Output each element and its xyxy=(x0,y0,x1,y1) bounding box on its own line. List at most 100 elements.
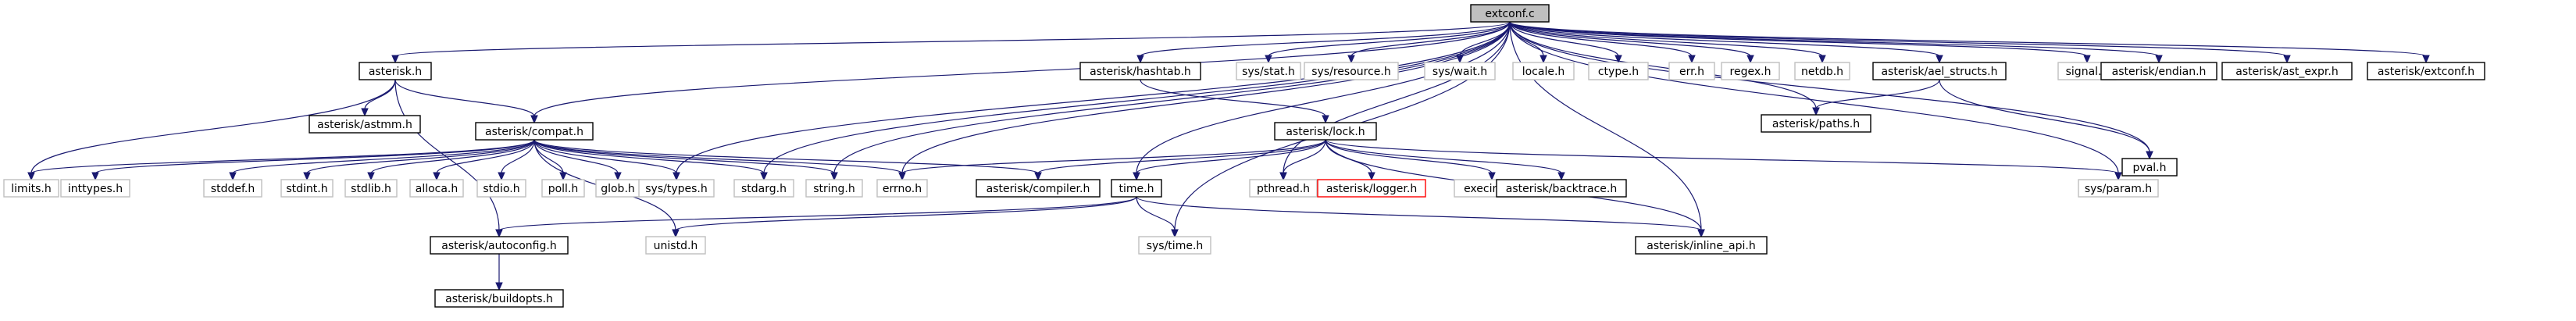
node-box-logger xyxy=(1317,179,1426,198)
edge-lock-to-logger xyxy=(1325,139,1372,174)
node-hashtab[interactable]: asterisk/hashtab.h xyxy=(1079,62,1201,80)
node-extconfh[interactable]: asterisk/extconf.h xyxy=(2367,62,2485,80)
edge-extconf-to-errno xyxy=(901,21,1511,174)
node-label-alloca: alloca.h xyxy=(416,183,458,195)
node-timeh[interactable]: time.h xyxy=(1111,179,1162,198)
node-paths[interactable]: asterisk/paths.h xyxy=(1761,114,1871,133)
edge-arrowhead-compat-to-limits xyxy=(27,172,35,181)
edge-arrowhead-timeh-to-systime xyxy=(1171,229,1179,238)
edge-extconf-to-sysresource xyxy=(1350,21,1511,57)
node-autoconfig[interactable]: asterisk/autoconfig.h xyxy=(430,236,569,255)
node-backtrace[interactable]: asterisk/backtrace.h xyxy=(1496,179,1627,198)
node-label-systime: sys/time.h xyxy=(1147,240,1204,252)
node-asterisk[interactable]: asterisk.h xyxy=(359,62,432,80)
node-box-stdint xyxy=(280,179,334,198)
node-box-sysresource xyxy=(1304,62,1399,80)
node-box-pval xyxy=(2121,158,2178,177)
node-ctype: ctype.h xyxy=(1588,62,1649,80)
node-stdarg: stdarg.h xyxy=(733,179,794,198)
node-box-aelstructs xyxy=(1872,62,2007,80)
node-box-sysstat xyxy=(1236,62,1301,80)
node-label-astmm: asterisk/astmm.h xyxy=(317,119,412,131)
node-box-stdarg xyxy=(733,179,794,198)
edge-lock-to-execinfo xyxy=(1325,139,1493,174)
node-logger[interactable]: asterisk/logger.h xyxy=(1317,179,1426,198)
edge-extconf-to-asterisk xyxy=(394,21,1511,57)
node-label-signal: signal.h xyxy=(2066,66,2109,78)
node-label-backtrace: asterisk/backtrace.h xyxy=(1506,183,1617,195)
edge-extconf-to-extconfh xyxy=(1509,21,2427,57)
node-box-sysparam xyxy=(2078,179,2159,198)
node-buildopts[interactable]: asterisk/buildopts.h xyxy=(434,289,564,308)
edge-arrowhead-timeh-to-autoconfig xyxy=(495,229,503,238)
edge-arrowhead-extconf-to-astexpr xyxy=(2283,55,2291,64)
node-astexpr[interactable]: asterisk/ast_expr.h xyxy=(2221,62,2353,80)
edge-arrowhead-extconf-to-endian xyxy=(2155,55,2163,64)
node-label-errno: errno.h xyxy=(883,183,922,195)
node-pval[interactable]: pval.h xyxy=(2121,158,2178,177)
node-systime: sys/time.h xyxy=(1138,236,1211,255)
node-box-locale xyxy=(1512,62,1575,80)
node-box-poll xyxy=(541,179,585,198)
edge-arrowhead-compat-to-string xyxy=(830,172,838,181)
edge-arrowhead-extconf-to-sysresource xyxy=(1347,55,1355,64)
node-lock[interactable]: asterisk/lock.h xyxy=(1274,122,1377,141)
node-stdlib: stdlib.h xyxy=(344,179,398,198)
node-astmm[interactable]: asterisk/astmm.h xyxy=(309,115,421,134)
edge-extconf-to-sysstat xyxy=(1268,21,1511,57)
node-label-inlineapi: asterisk/inline_api.h xyxy=(1647,240,1755,252)
node-label-unistd: unistd.h xyxy=(654,240,698,252)
edge-lock-to-errno xyxy=(901,139,1326,174)
node-extconf[interactable]: extconf.c xyxy=(1470,4,1550,23)
node-pthread: pthread.h xyxy=(1249,179,1318,198)
node-sysresource: sys/resource.h xyxy=(1304,62,1399,80)
node-box-astexpr xyxy=(2221,62,2353,80)
edge-arrowhead-lock-to-errno xyxy=(898,172,906,181)
node-label-compat: asterisk/compat.h xyxy=(485,126,583,138)
node-box-systime xyxy=(1138,236,1211,255)
node-label-timeh: time.h xyxy=(1119,183,1154,195)
edge-timeh-to-unistd xyxy=(675,196,1137,231)
edge-arrowhead-extconf-to-err xyxy=(1688,55,1696,64)
node-label-poll: poll.h xyxy=(548,183,579,195)
node-box-regex xyxy=(1721,62,1780,80)
node-label-stddef: stddef.h xyxy=(211,183,255,195)
edge-extconf-to-stdarg xyxy=(763,21,1511,174)
node-box-autoconfig xyxy=(430,236,569,255)
node-box-pthread xyxy=(1249,179,1318,198)
node-endian[interactable]: asterisk/endian.h xyxy=(2100,62,2217,80)
node-box-limits xyxy=(3,179,59,198)
node-layer: extconf.c asterisk.h asterisk/astmm.h aster… xyxy=(3,4,2485,308)
node-label-inttypes: inttypes.h xyxy=(68,183,123,195)
node-box-buildopts xyxy=(434,289,564,308)
edge-arrowhead-extconf-to-signal xyxy=(2083,55,2091,64)
edge-extconf-to-hashtab xyxy=(1140,21,1511,57)
node-label-stdarg: stdarg.h xyxy=(741,183,787,195)
edge-extconf-to-endian xyxy=(1509,21,2160,57)
edge-arrowhead-compat-to-stdint xyxy=(303,172,311,181)
node-box-inlineapi xyxy=(1635,236,1768,255)
node-glob: glob.h xyxy=(595,179,640,198)
node-stddef: stddef.h xyxy=(203,179,262,198)
node-inlineapi[interactable]: asterisk/inline_api.h xyxy=(1635,236,1768,255)
edge-arrowhead-lock-to-pthread xyxy=(1279,172,1287,181)
node-stdio: stdio.h xyxy=(476,179,526,198)
edge-compat-to-limits xyxy=(30,139,535,174)
node-errno: errno.h xyxy=(876,179,928,198)
edge-compat-to-inttypes xyxy=(95,139,535,174)
node-label-stdlib: stdlib.h xyxy=(351,183,391,195)
node-label-err: err.h xyxy=(1679,66,1704,78)
node-label-endian: asterisk/endian.h xyxy=(2112,66,2207,78)
node-limits: limits.h xyxy=(3,179,59,198)
node-compiler[interactable]: asterisk/compiler.h xyxy=(976,179,1101,198)
edge-extconf-to-string xyxy=(833,21,1511,174)
edge-layer xyxy=(27,21,2430,291)
edge-arrowhead-hashtab-to-lock xyxy=(1322,115,1329,124)
node-label-autoconfig: asterisk/autoconfig.h xyxy=(441,240,556,252)
node-label-string: string.h xyxy=(813,183,855,195)
node-netdb: netdb.h xyxy=(1794,62,1850,80)
node-unistd: unistd.h xyxy=(645,236,706,255)
node-compat[interactable]: asterisk/compat.h xyxy=(475,122,594,141)
node-aelstructs[interactable]: asterisk/ael_structs.h xyxy=(1872,62,2007,80)
